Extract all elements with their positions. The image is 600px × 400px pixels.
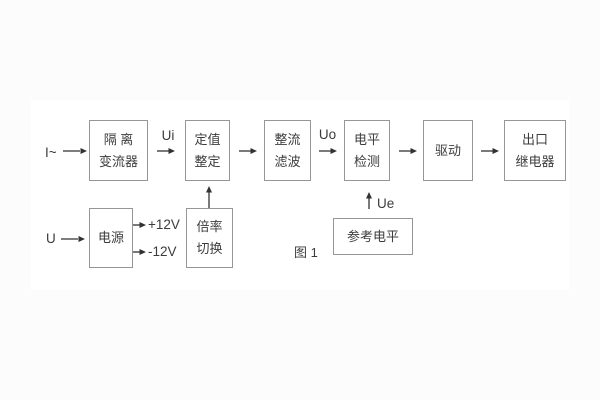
block-label: 检测 (353, 153, 380, 169)
block-power-supply: 电源 (89, 208, 133, 268)
block-label: 电平 (353, 131, 380, 147)
block-output-relay: 出口 继电器 (504, 120, 566, 181)
block-label: 参考电平 (346, 228, 399, 244)
signal-ue-label: Ue (377, 196, 395, 211)
block-label: 出口 (521, 131, 548, 147)
block-level-detector: 电平 检测 (344, 120, 390, 181)
block-label: 滤波 (274, 153, 301, 169)
block-label: 整流 (274, 131, 301, 147)
block-reference-level: 参考电平 (333, 218, 413, 255)
block-label: 继电器 (515, 153, 555, 169)
block-isolation-transformer: 隔 离 变流器 (89, 120, 148, 181)
block-ratio-switch: 倍率 切换 (186, 208, 233, 268)
block-label: 电源 (97, 230, 124, 245)
block-label: 切换 (196, 241, 223, 256)
block-label: 驱动 (434, 142, 461, 158)
block-setpoint-adjust: 定值 整定 (185, 120, 230, 181)
signal-ui-label: Ui (161, 128, 175, 143)
figure-caption: 图 1 (294, 245, 318, 260)
block-label: 定值 (194, 131, 221, 147)
minus-12v-label: -12V (148, 244, 177, 259)
input-current-label: I~ (45, 145, 57, 160)
signal-uo-label: Uo (318, 127, 337, 142)
plus-12v-label: +12V (148, 217, 180, 232)
block-label: 整定 (194, 153, 221, 169)
input-voltage-label: U (46, 231, 56, 246)
block-driver: 驱动 (423, 120, 473, 181)
block-label: 变流器 (98, 153, 138, 169)
block-label: 倍率 (196, 219, 223, 234)
block-label: 隔 离 (103, 131, 134, 147)
block-rectifier-filter: 整流 滤波 (264, 120, 311, 181)
